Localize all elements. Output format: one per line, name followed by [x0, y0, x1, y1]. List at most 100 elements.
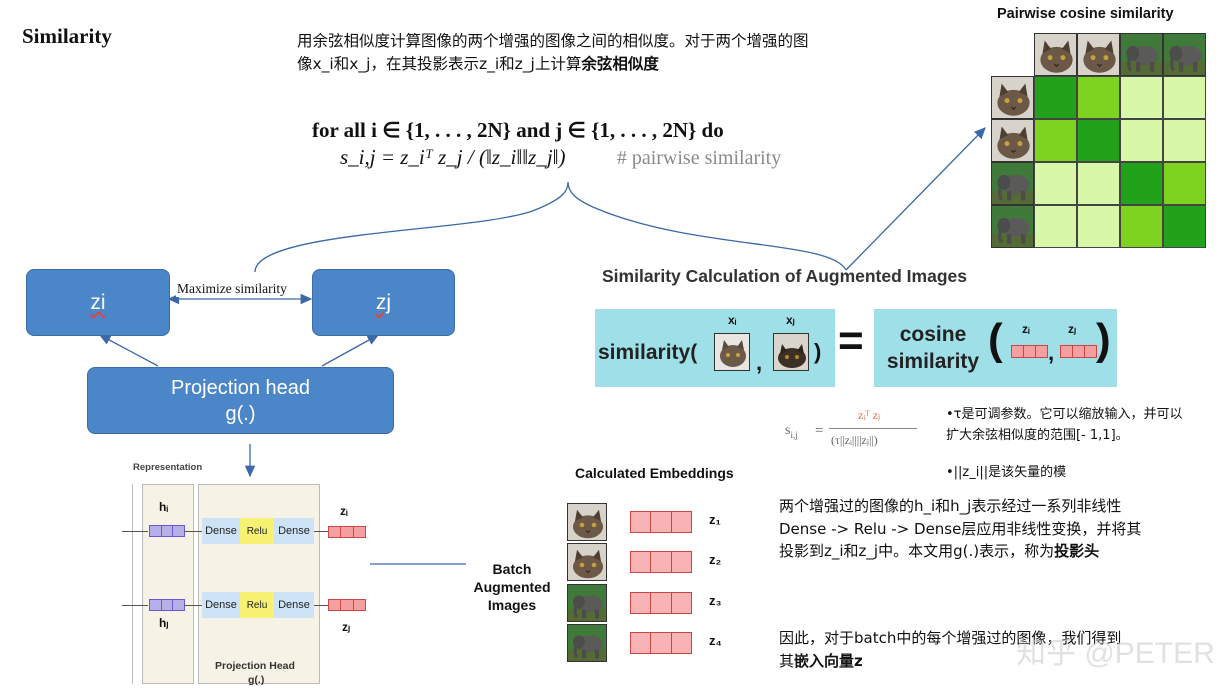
formula-block: for all i ∈ {1, . . . , 2N} and j ∈ {1, … [312, 118, 781, 170]
matrix-row-image [991, 76, 1034, 119]
embedding-image [567, 584, 607, 622]
embedding-vector [630, 592, 692, 614]
zi-out-label: zᵢ [340, 504, 348, 518]
calc-xi-image [714, 333, 750, 371]
zi-out-vector [328, 526, 366, 538]
desc1-line-1: 两个增强过的图像的h_i和h_j表示经过一系列非线性 [779, 497, 1122, 515]
cat-icon [1035, 34, 1076, 75]
watermark: 知乎 @PETER [1016, 637, 1215, 670]
matrix-cell [1077, 162, 1120, 205]
dense-top-1: Dense [202, 518, 240, 544]
matrix-cell [1077, 76, 1120, 119]
representation-label: Representation [133, 462, 203, 473]
elephant-icon [992, 163, 1033, 204]
elephant-icon [568, 625, 606, 661]
dense-bottom-2: Dense [274, 592, 314, 618]
hi-vector [149, 525, 185, 537]
matrix-cell [1120, 162, 1163, 205]
calc-zj-vector [1060, 345, 1097, 358]
cat-icon [774, 334, 808, 370]
calc-xi-label: xᵢ [728, 313, 737, 327]
desc1-line-3-bold: 投影头 [1054, 542, 1100, 560]
projection-head-box: Projection head g(.) [87, 367, 394, 434]
left-edge [132, 484, 133, 684]
cat-icon [568, 504, 606, 540]
network-diagram: Representation hᵢ hⱼ Dense Relu Dense De… [122, 458, 372, 693]
relu-bottom: Relu [240, 592, 274, 618]
matrix-cell [1163, 205, 1206, 248]
cat-icon [568, 544, 606, 580]
zj-out-label: zⱼ [342, 620, 351, 634]
maximize-label: Maximize similarity [176, 281, 288, 297]
head-panel [198, 484, 320, 684]
intro-line-2-a: 像x_i和x_j，在其投影表示z_i和z_j上计算 [297, 55, 582, 73]
desc-embedding: 因此，对于batch中的每个增强过的图像，我们得到 其嵌入向量z [779, 627, 1121, 672]
desc2-line-2-bold: 嵌入向量z [794, 651, 863, 670]
hj-vector [149, 599, 185, 611]
matrix-cell [1163, 162, 1206, 205]
matrix-row-image [991, 119, 1034, 162]
calc-xj-label: xⱼ [786, 313, 795, 327]
elephant-icon [1121, 34, 1162, 75]
desc1-line-2: Dense -> Relu -> Dense层应用非线性变换，并将其 [779, 519, 1142, 538]
calc-zj-label: zⱼ [1068, 322, 1077, 336]
batch-label: Batch Augmented Images [473, 561, 551, 613]
calc-cosine-text: cosine similarity [881, 321, 985, 375]
formula-comment: # pairwise similarity [616, 147, 782, 169]
tau-note-line-2: 扩大余弦相似度的范围[- 1,1]。 [946, 428, 1129, 443]
cat-icon [715, 334, 749, 370]
matrix-cell [1163, 119, 1206, 162]
embedding-image [567, 624, 607, 662]
hi-label: hᵢ [159, 500, 169, 514]
conn-top-1 [184, 531, 202, 532]
intro-line-1: 用余弦相似度计算图像的两个增强的图像之间的相似度。对于两个增强的图 [297, 32, 809, 50]
dense-bottom-1: Dense [202, 592, 240, 618]
zj-out-vector [328, 599, 366, 611]
dense-top-2: Dense [274, 518, 314, 544]
calc-zi-label: zᵢ [1022, 322, 1030, 336]
embedding-label: z₃ [709, 593, 722, 608]
zj-label: zj [375, 290, 392, 314]
matrix-row-image [991, 205, 1034, 248]
calc-comma-1: , [756, 350, 763, 375]
matrix-cell [1034, 119, 1077, 162]
desc-projection: 两个增强过的图像的h_i和h_j表示经过一系列非线性 Dense -> Relu… [779, 495, 1141, 563]
calc-title: Similarity Calculation of Augmented Imag… [602, 266, 967, 286]
tau-formula: si,j = zᵢᵀ zⱼ (τ||zᵢ||||zⱼ||) [785, 406, 925, 454]
projection-line-2: g(.) [225, 402, 256, 425]
calc-open-paren-big: ( [988, 315, 1003, 364]
arrow-to-zi [98, 334, 159, 367]
calc-similarity-word: similarity( [598, 341, 698, 364]
tau-numerator: zᵢᵀ zⱼ [858, 408, 881, 422]
calc-comma-2: , [1048, 340, 1055, 365]
calc-close-paren-big: ) [1096, 315, 1111, 364]
embedding-label: z₁ [709, 512, 721, 527]
matrix-cell [1163, 76, 1206, 119]
matrix-col-image [1077, 33, 1120, 76]
embedding-image [567, 503, 607, 541]
desc2-line-2-a: 其 [779, 651, 795, 670]
calc-close-paren: ) [814, 339, 822, 364]
tau-fraction-bar [829, 428, 917, 429]
embedding-vector [630, 511, 692, 533]
arrow-to-matrix [845, 127, 986, 271]
relu-top: Relu [240, 518, 274, 544]
conn-bottom-1 [184, 605, 202, 606]
intro-line-2-bold: 余弦相似度 [581, 55, 659, 73]
embedding-label: z₂ [709, 552, 722, 567]
elephant-icon [992, 206, 1033, 247]
desc1-line-3: 投影到z_i和z_j中。本文用g(.)表示，称为投影头 [779, 540, 1141, 563]
conn-top-2 [314, 531, 328, 532]
tau-note-line-1: •τ是可调参数。它可以缩放输入，并可以 [946, 407, 1183, 422]
zi-box: zi [26, 269, 170, 336]
matrix-col-image [1163, 33, 1206, 76]
calc-zi-vector [1011, 345, 1048, 358]
zi-label: zi [90, 290, 106, 314]
intro-text: 用余弦相似度计算图像的两个增强的图像之间的相似度。对于两个增强的图 像x_i和x… [297, 30, 917, 76]
desc1-line-3-a: 投影到z_i和z_j中。本文用g(.)表示，称为 [779, 542, 1055, 560]
cat-icon [1078, 34, 1119, 75]
calc-cosine-line-1: cosine [899, 323, 967, 346]
matrix-cell [1120, 76, 1163, 119]
embedding-vector [630, 632, 692, 654]
